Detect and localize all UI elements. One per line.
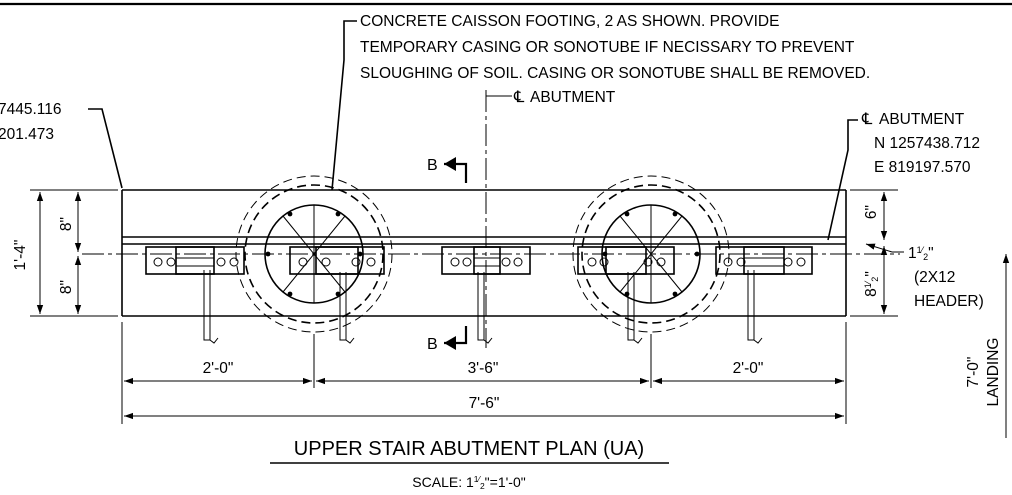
dim-landing-label: LANDING [985,338,1002,407]
drawing-title-block: UPPER STAIR ABUTMENT PLAN (UA) SCALE: 11… [270,438,669,491]
bottom-dimensions: 2'-0" 3'-6" 2'-0" 7'-6" [121,322,847,424]
scale-num: 1 [474,474,479,484]
right-coordinate-note: ℄ ABUTMENT N 1257438.712 E 819197.570 [827,111,980,241]
landing-dimension: 7'-0" LANDING [965,254,1010,438]
caisson-note-line2: TEMPORARY CASING OR SONOTUBE IF NECISSAR… [360,39,855,56]
header-line2: (2X12 [914,269,955,286]
dim-right-lower-den: 2 [870,277,880,282]
header-inch: " [928,245,934,262]
section-mark-top: B [427,157,468,183]
coord-right-n: N 1257438.712 [874,135,980,152]
right-dimensions: 6" 81⁄2" [850,189,898,317]
cl-abutment-top-text: ABUTMENT [530,89,616,106]
header-line3: HEADER) [914,293,984,310]
caisson-note: CONCRETE CAISSON FOOTING, 2 AS SHOWN. PR… [331,13,870,191]
coord-right-e: E 819197.570 [874,159,971,176]
header-num: 1 [917,245,922,255]
scale-prefix: SCALE: 1 [412,474,474,490]
section-mark-bottom-letter: B [427,336,438,353]
scale-suffix: "=1'-0" [485,474,526,490]
caisson-note-line3: SLOUGHING OF SOIL. CASING OR SONOTUBE SH… [360,65,870,82]
hanger-bracket-5 [715,246,813,344]
hanger-bracket-1 [145,246,245,344]
dim-right-lower-num: 1 [863,283,873,288]
dim-bottom-mid: 3'-6" [468,360,499,377]
cl-symbol-right: ℄ [861,111,873,128]
header-den: 2 [923,252,928,262]
drawing-scale: SCALE: 11⁄2"=1'-0" [412,474,525,491]
dim-landing-value: 7'-0" [965,357,982,388]
dim-left-lower: 8" [58,280,75,294]
cl-symbol-top: ℄ [513,89,525,106]
hanger-bracket-3 [441,246,531,344]
header-note: 11⁄2" (2X12 HEADER) [865,243,984,310]
scale-den: 2 [480,481,485,491]
left-coordinate-note: 7445.116 201.473 [0,101,123,189]
dim-right-lower-inch: " [863,271,880,277]
coord-left-1: 7445.116 [0,101,62,118]
dim-left-total: 1'-4" [12,240,29,271]
abutment-beam [82,189,900,317]
section-mark-top-letter: B [427,157,438,174]
dim-left-upper: 8" [58,217,75,231]
hanger-bracket-4 [577,246,675,344]
dim-right-lower-whole: 8 [863,288,880,297]
left-dimensions: 1'-4" 8" 8" [12,189,118,317]
hanger-bracket-2 [289,246,385,344]
caisson-note-line1: CONCRETE CAISSON FOOTING, 2 AS SHOWN. PR… [360,13,779,30]
dim-bottom-right: 2'-0" [733,360,764,377]
drawing-title: UPPER STAIR ABUTMENT PLAN (UA) [294,438,644,460]
dim-bottom-left: 2'-0" [203,360,234,377]
coord-left-2: 201.473 [0,126,54,143]
cl-abutment-top-label: ℄ ABUTMENT [486,89,616,106]
dim-right-lower: 81⁄2" [863,271,880,297]
dim-bottom-total: 7'-6" [469,395,500,412]
header-whole: 1 [908,245,917,262]
section-mark-bottom: B [427,326,468,353]
cl-abutment-right-text: ABUTMENT [879,111,965,128]
header-size: 11⁄2" [908,245,934,262]
caisson-left [235,175,393,333]
dim-right-upper: 6" [863,205,880,219]
